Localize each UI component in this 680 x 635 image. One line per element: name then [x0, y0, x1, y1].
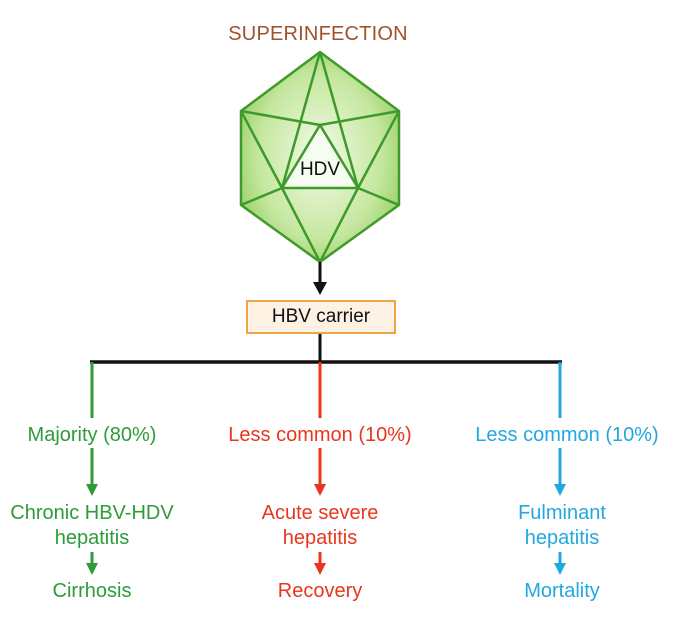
fulminant-outcome-line1: Fulminant — [518, 502, 606, 524]
hbv-carrier-box — [246, 300, 396, 334]
virus-to-carrier-arrow — [313, 262, 327, 295]
hdv-label: HDV — [299, 159, 341, 180]
fulminant-branch-arrows — [554, 362, 566, 575]
acute-probability-label: Less common (10%) — [228, 424, 412, 446]
hdv-virus-icon — [239, 50, 401, 264]
cirrhosis-label: Cirrhosis — [52, 580, 132, 602]
branch-connector — [90, 334, 562, 364]
fulminant-probability-label: Less common (10%) — [475, 424, 659, 446]
fulminant-outcome-line2: hepatitis — [524, 527, 600, 549]
mortality-label: Mortality — [524, 580, 600, 602]
hbv-carrier-label: HBV carrier — [271, 306, 371, 327]
acute-outcome-line1: Acute severe — [261, 502, 379, 524]
majority-probability-label: Majority (80%) — [27, 424, 157, 446]
chronic-outcome-line2: hepatitis — [54, 527, 130, 549]
majority-branch-arrows — [86, 362, 98, 575]
diagram-title: SUPERINFECTION — [228, 23, 408, 45]
acute-outcome-line2: hepatitis — [282, 527, 358, 549]
acute-branch-arrows — [314, 362, 326, 575]
recovery-label: Recovery — [277, 580, 363, 602]
chronic-outcome-line1: Chronic HBV-HDV — [10, 502, 174, 524]
